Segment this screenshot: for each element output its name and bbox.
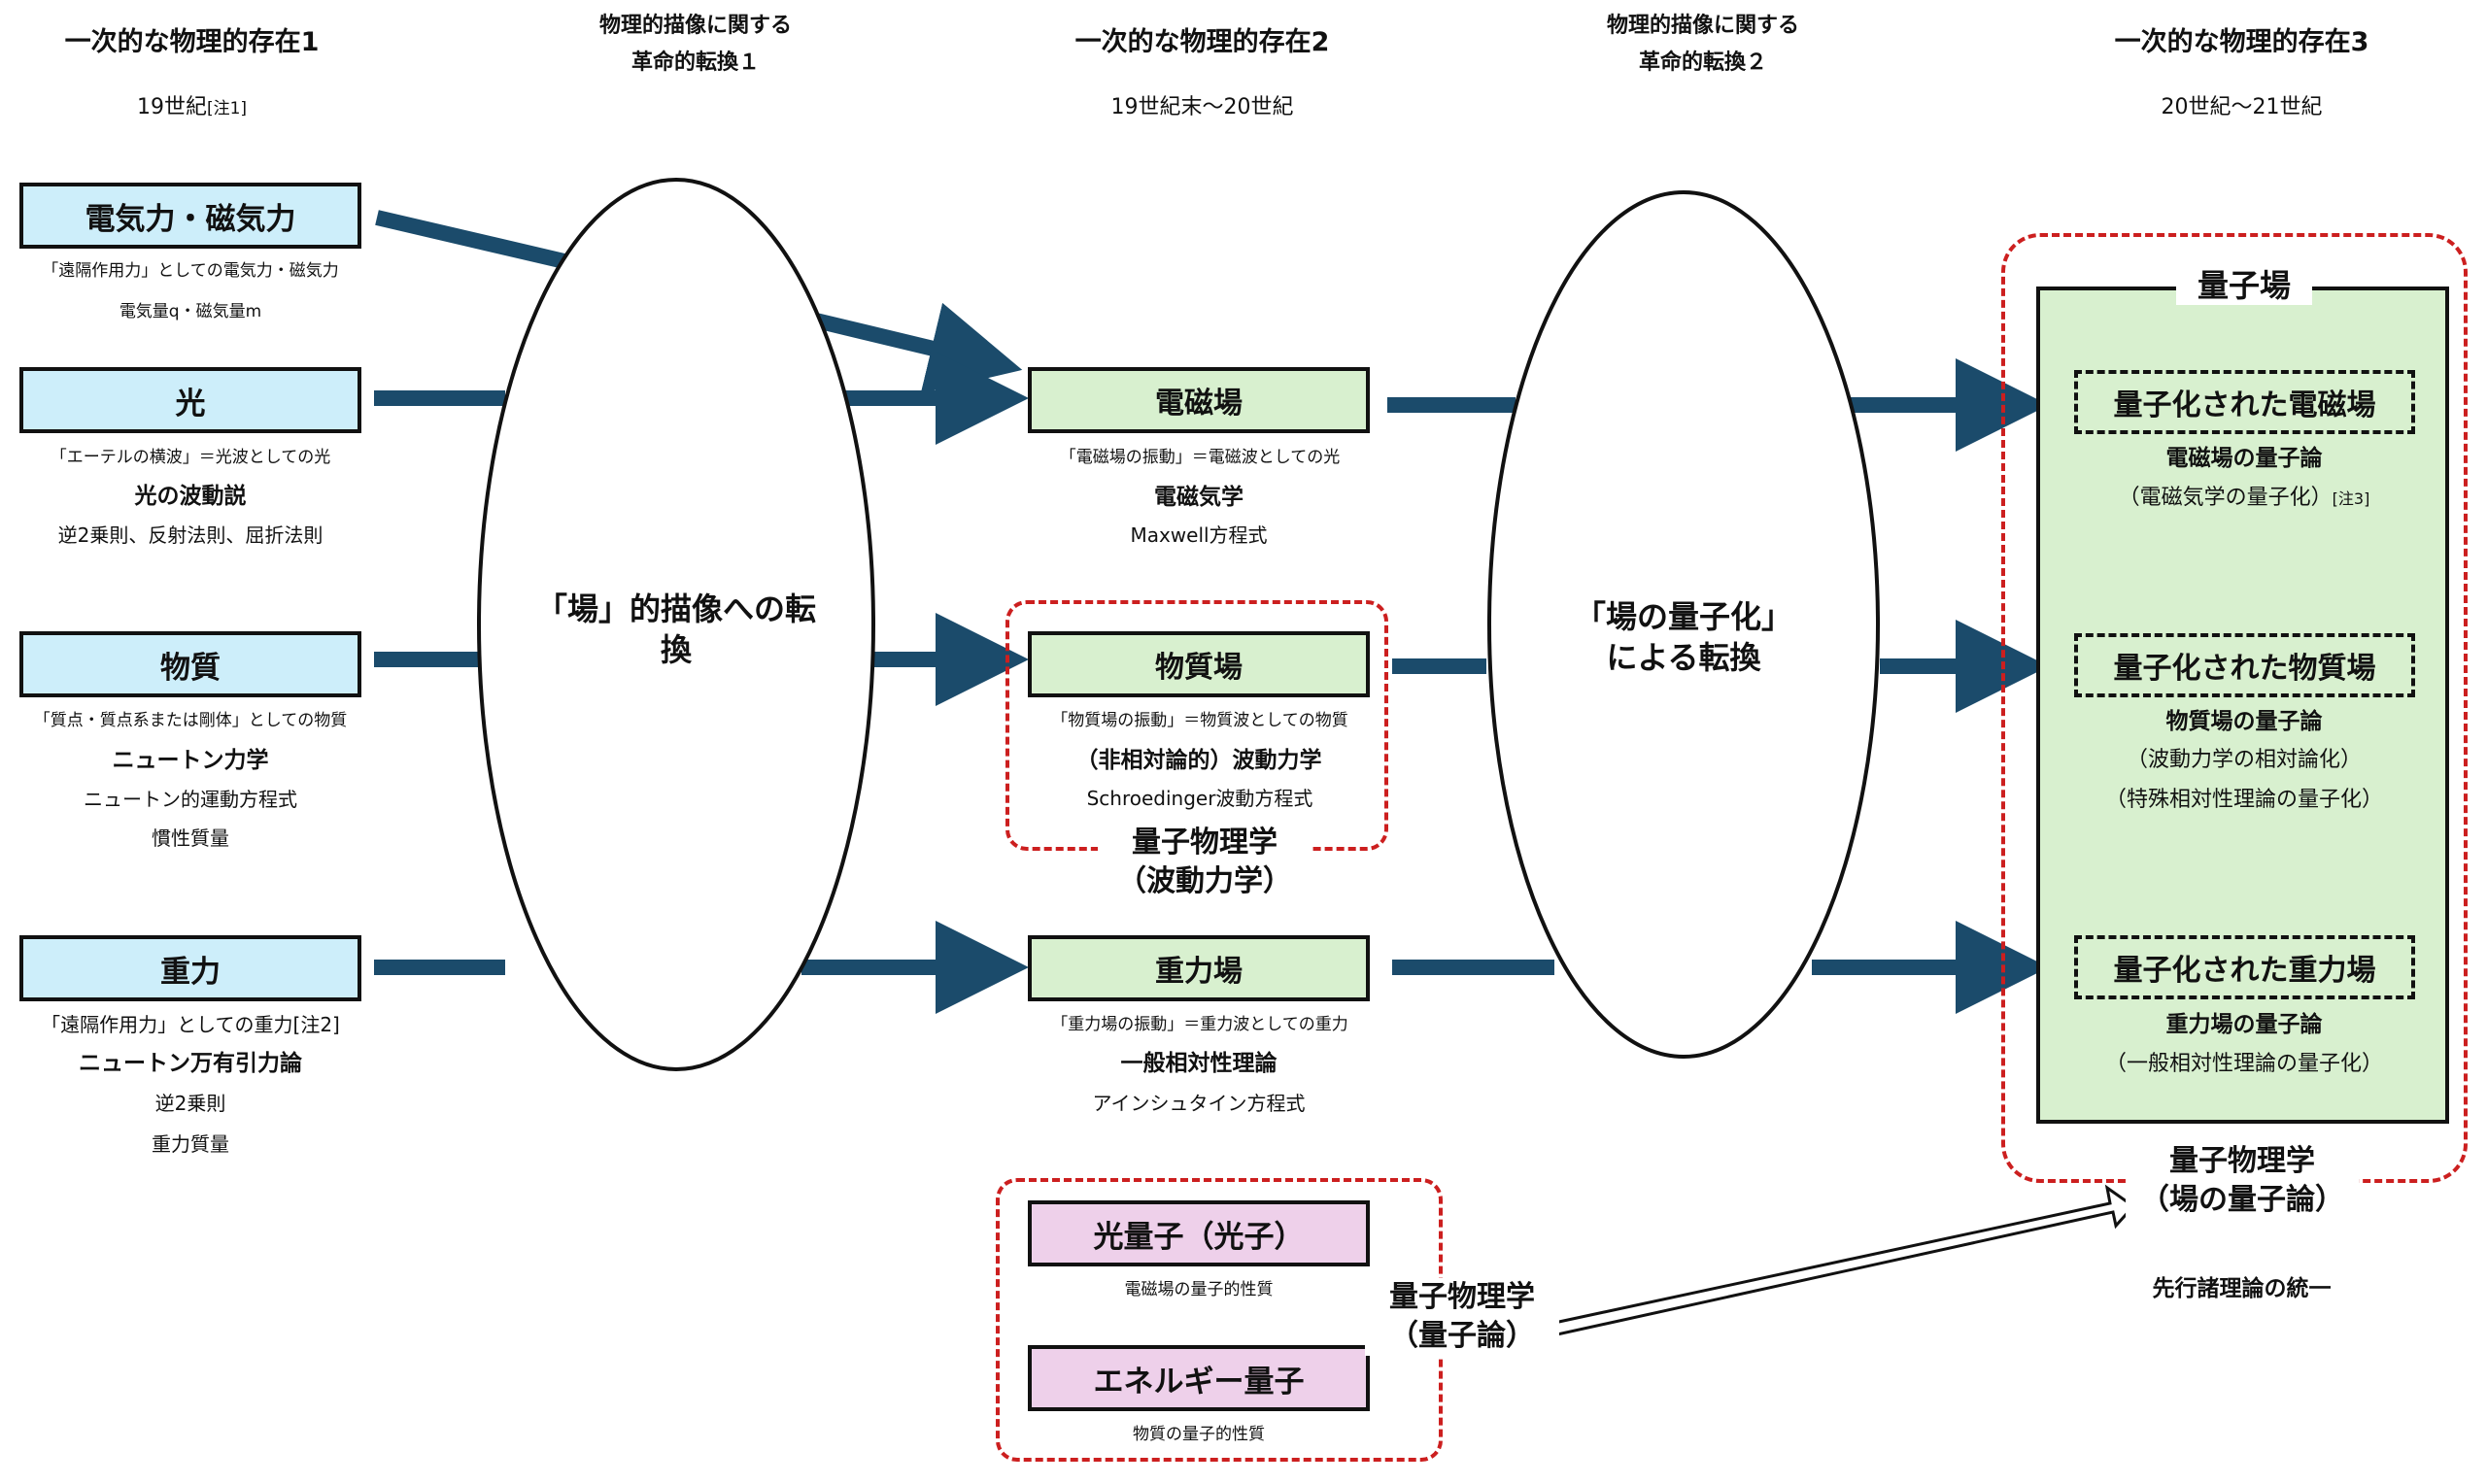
ellipse-1-line2: 換 xyxy=(660,631,692,668)
gravfield-desc-2: 一般相対性理論 xyxy=(1120,1051,1278,1076)
matterfield-desc-3: Schroedinger波動方程式 xyxy=(1086,787,1313,810)
ellipse-1-label: 「場」的描像への転 換 xyxy=(525,589,828,670)
ellipse-2-line1: 「場の量子化」 xyxy=(1574,598,1792,635)
em-desc-2: 電気量q・磁気量m xyxy=(119,302,262,321)
revolution-1-header: 物理的描像に関する 革命的転換１ xyxy=(544,8,847,82)
matter-desc-2: ニュートン力学 xyxy=(112,748,269,773)
light-desc-3: 逆2乗則、反射法則、屈折法則 xyxy=(57,523,324,547)
matterfield-desc-2: （非相対論的）波動力学 xyxy=(1075,748,1322,773)
revolution-1-line2: 革命的転換１ xyxy=(630,51,760,75)
box-light-quantum-photon: 光量子（光子） xyxy=(1028,1200,1370,1266)
column-3-era: 20世紀〜21世紀 xyxy=(2161,95,2323,119)
qem-desc-2-note: [注3] xyxy=(2332,489,2370,508)
gravity-desc-4: 重力質量 xyxy=(152,1132,229,1156)
matter-desc-4: 慣性質量 xyxy=(152,826,229,850)
gravfield-desc-1: 「重力場の振動」＝重力波としての重力 xyxy=(1051,1015,1348,1034)
wave-mechanics-label: 量子物理学 （波動力学） xyxy=(1098,824,1312,901)
matter-desc-3: ニュートン的運動方程式 xyxy=(84,788,297,811)
emfield-desc-3: Maxwell方程式 xyxy=(1130,523,1268,547)
qft-line1: 量子物理学 xyxy=(2169,1144,2315,1178)
box-light: 光 xyxy=(19,367,361,433)
column-1-era-note: [注1] xyxy=(206,99,248,118)
column-1-era-text: 19世紀 xyxy=(136,95,207,119)
box-quantized-gravitational-field: 量子化された重力場 xyxy=(2074,935,2415,999)
qmatter-desc-2: （波動力学の相対論化） xyxy=(2126,748,2362,772)
light-desc-2: 光の波動説 xyxy=(134,484,247,509)
column-1-era: 19世紀[注1] xyxy=(29,89,355,120)
arrow-ellipse1-to-emfield-upper xyxy=(814,302,1023,394)
ellipse-2-label: 「場の量子化」 による転換 xyxy=(1538,596,1829,678)
revolution-2-line1: 物理的描像に関する xyxy=(1606,14,1799,38)
qem-desc-2: （電磁気学の量子化）[注3] xyxy=(2050,480,2438,511)
box-em-field: 電磁場 xyxy=(1028,367,1370,433)
unification-label: 先行諸理論の統一 xyxy=(2152,1276,2332,1301)
transformation-ellipse-1 xyxy=(477,178,875,1071)
revolution-1-line1: 物理的描像に関する xyxy=(598,14,792,38)
qem-desc-1: 電磁場の量子論 xyxy=(2165,446,2323,471)
qgrav-desc-1: 重力場の量子論 xyxy=(2165,1012,2323,1037)
column-3-title: 一次的な物理的存在3 xyxy=(2114,27,2369,57)
emfield-desc-2: 電磁気学 xyxy=(1154,485,1244,510)
light-desc-1: 「エーテルの横波」＝光波としての光 xyxy=(50,448,331,467)
emfield-desc-1: 「電磁場の振動」＝電磁波としての光 xyxy=(1059,448,1341,467)
box-electric-magnetic-force: 電気力・磁気力 xyxy=(19,183,361,249)
qft-label: 量子物理学 （場の量子論） xyxy=(2126,1142,2359,1220)
box-energy-quantum: エネルギー量子 xyxy=(1028,1345,1370,1411)
box-quantized-em-field: 量子化された電磁場 xyxy=(2074,370,2415,434)
box-matter-field: 物質場 xyxy=(1028,631,1370,697)
column-2-title: 一次的な物理的存在2 xyxy=(1074,27,1330,57)
quantum-field-title: 量子場 xyxy=(2176,266,2312,305)
gravfield-desc-3: アインシュタイン方程式 xyxy=(1092,1092,1306,1115)
box-quantized-matter-field: 量子化された物質場 xyxy=(2074,633,2415,697)
transformation-ellipse-2 xyxy=(1487,190,1880,1059)
qgrav-desc-2: （一般相対性理論の量子化） xyxy=(2104,1052,2383,1076)
quantum-theory-label: 量子物理学 （量子論） xyxy=(1365,1278,1559,1356)
revolution-2-header: 物理的描像に関する 革命的転換２ xyxy=(1551,8,1855,82)
qft-line2: （場の量子論） xyxy=(2140,1183,2344,1217)
gravity-desc-3: 逆2乗則 xyxy=(154,1092,226,1115)
gravity-desc-2: ニュートン万有引力論 xyxy=(79,1051,302,1076)
box-gravity: 重力 xyxy=(19,935,361,1001)
qmatter-desc-3: （特殊相対性理論の量子化） xyxy=(2104,788,2383,812)
ellipse-2-line2: による転換 xyxy=(1606,639,1761,676)
energy-desc: 物質の量子的性質 xyxy=(1133,1425,1265,1444)
revolution-2-line2: 革命的転換２ xyxy=(1638,51,1767,75)
column-2-era: 19世紀末〜20世紀 xyxy=(1110,95,1294,119)
quantum-theory-line2: （量子論） xyxy=(1389,1319,1535,1353)
box-matter: 物質 xyxy=(19,631,361,697)
hollow-arrow-quantum-to-qft xyxy=(1552,1184,2136,1336)
photon-desc: 電磁場の量子的性質 xyxy=(1124,1280,1274,1299)
wave-mechanics-line2: （波動力学） xyxy=(1117,864,1292,898)
ellipse-1-line1: 「場」的描像への転 xyxy=(535,590,816,627)
em-desc-1: 「遠隔作用力」としての電気力・磁気力 xyxy=(42,261,339,281)
wave-mechanics-line1: 量子物理学 xyxy=(1132,826,1278,860)
column-1-title: 一次的な物理的存在1 xyxy=(64,27,320,57)
matter-desc-1: 「質点・質点系または剛体」としての物質 xyxy=(33,711,348,730)
quantum-theory-line1: 量子物理学 xyxy=(1389,1280,1535,1314)
box-gravitational-field: 重力場 xyxy=(1028,935,1370,1001)
qmatter-desc-1: 物質場の量子論 xyxy=(2165,709,2323,734)
arrow-em-to-ellipse1 xyxy=(375,210,570,270)
matterfield-desc-1: 「物質場の振動」＝物質波としての物質 xyxy=(1051,711,1348,730)
gravity-desc-1: 「遠隔作用力」としての重力[注2] xyxy=(41,1013,340,1036)
qem-desc-2-text: （電磁気学の量子化） xyxy=(2118,486,2333,510)
